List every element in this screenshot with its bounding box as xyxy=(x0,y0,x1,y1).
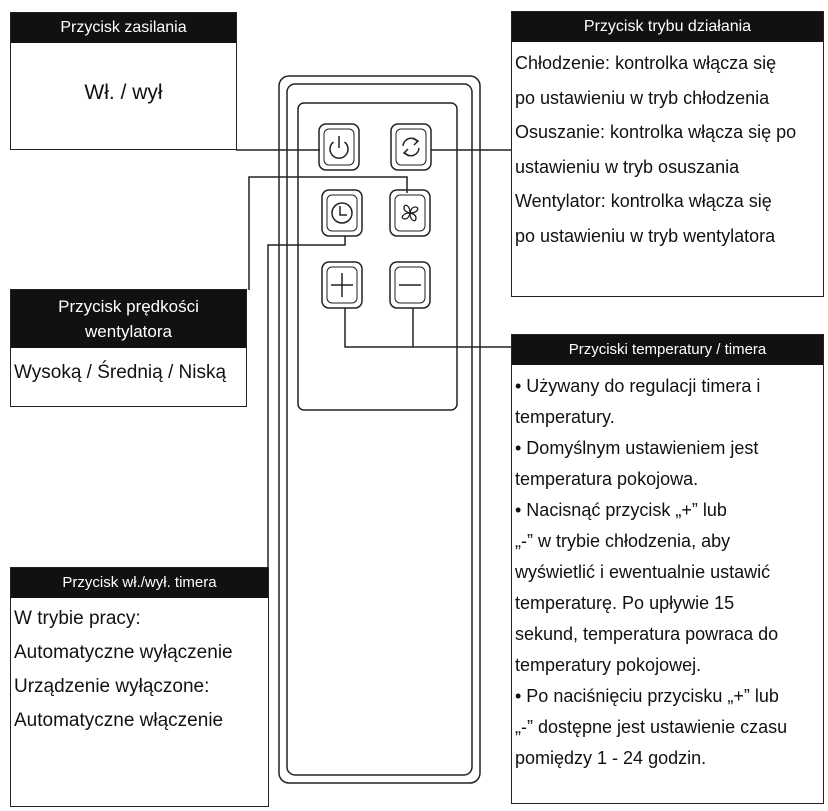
temp-line: sekund, temperatura powraca do xyxy=(515,624,779,644)
mode-button[interactable] xyxy=(390,123,432,171)
temp-line: • Domyślnym ustawieniem jest xyxy=(515,438,759,458)
timer-line: Automatyczne wyłączenie xyxy=(14,642,233,663)
temp-line: „-” dostępne jest ustawienie czasu xyxy=(515,717,788,737)
timer-box: Przycisk wł./wył. timera W trybie pracy:… xyxy=(10,567,269,807)
temp-timer-box-body: • Używany do regulacji timera i temperat… xyxy=(512,365,823,774)
fan-speed-title-line: Przycisk prędkości xyxy=(58,297,199,316)
timer-box-body: W trybie pracy: Automatyczne wyłączenie … xyxy=(11,598,268,738)
temp-line: wyświetlić i ewentualnie ustawić xyxy=(515,562,771,582)
mode-box-title: Przycisk trybu działania xyxy=(512,12,823,42)
temp-line: temperatury pokojowej. xyxy=(515,655,702,675)
timer-line: W trybie pracy: xyxy=(14,608,141,629)
power-box-body: Wł. / wył xyxy=(84,81,163,104)
temp-line: temperatura pokojowa. xyxy=(515,469,699,489)
temp-line: • Po naciśnięciu przycisku „+” lub xyxy=(515,686,779,706)
mode-line: Chłodzenie: kontrolka włącza się xyxy=(515,53,777,73)
timer-line: Automatyczne włączenie xyxy=(14,710,224,731)
temp-line: „-” w trybie chłodzenia, aby xyxy=(515,531,731,551)
temp-connector xyxy=(344,308,512,348)
plus-icon xyxy=(331,273,353,297)
temp-line: • Nacisnąć przycisk „+” lub xyxy=(515,500,727,520)
mode-box-body: Chłodzenie: kontrolka włącza się po usta… xyxy=(512,42,823,253)
clock-icon xyxy=(331,202,353,224)
cycle-arrows-icon xyxy=(402,137,420,157)
mode-line: Wentylator: kontrolka włącza się xyxy=(515,191,772,211)
fan-icon xyxy=(401,204,419,222)
timer-line: Urządzenie wyłączone: xyxy=(14,676,210,697)
fan-speed-title-line: wentylatora xyxy=(85,322,172,341)
timer-connector xyxy=(267,236,346,568)
power-icon xyxy=(329,136,349,159)
temp-timer-box-title: Przyciski temperatury / timera xyxy=(512,335,823,365)
mode-line: ustawieniu w tryb osuszania xyxy=(515,156,740,177)
power-box: Przycisk zasilania Wł. / wył xyxy=(10,12,237,150)
power-box-title: Przycisk zasilania xyxy=(11,13,236,43)
fan-speed-button[interactable] xyxy=(389,189,431,237)
mode-line: po ustawieniu w tryb chłodzenia xyxy=(515,87,770,108)
timer-button[interactable] xyxy=(321,189,363,237)
connector-lines xyxy=(236,149,512,568)
temp-timer-box: Przyciski temperatury / timera • Używany… xyxy=(511,334,824,804)
fan-speed-box: Przycisk prędkości wentylatora Wysoką / … xyxy=(10,289,247,407)
temp-line: pomiędzy 1 - 24 godzin. xyxy=(515,748,707,768)
fan-connector xyxy=(248,176,408,290)
remote-body xyxy=(278,75,481,784)
minus-button[interactable] xyxy=(389,261,431,309)
mode-line: Osuszanie: kontrolka włącza się po xyxy=(515,122,797,142)
power-button[interactable] xyxy=(318,123,360,171)
fan-speed-box-body: Wysoką / Średnią / Niską xyxy=(14,362,227,383)
mode-line: po ustawieniu w tryb wentylatora xyxy=(515,225,776,246)
mode-box: Przycisk trybu działania Chłodzenie: kon… xyxy=(511,11,824,297)
timer-box-title: Przycisk wł./wył. timera xyxy=(11,568,268,598)
temp-line: temperaturę. Po upływie 15 xyxy=(515,593,735,613)
temp-line: • Używany do regulacji timera i xyxy=(515,376,761,396)
fan-speed-box-title: Przycisk prędkości wentylatora xyxy=(11,290,246,348)
plus-button[interactable] xyxy=(321,261,363,309)
temp-line: temperatury. xyxy=(515,407,615,427)
